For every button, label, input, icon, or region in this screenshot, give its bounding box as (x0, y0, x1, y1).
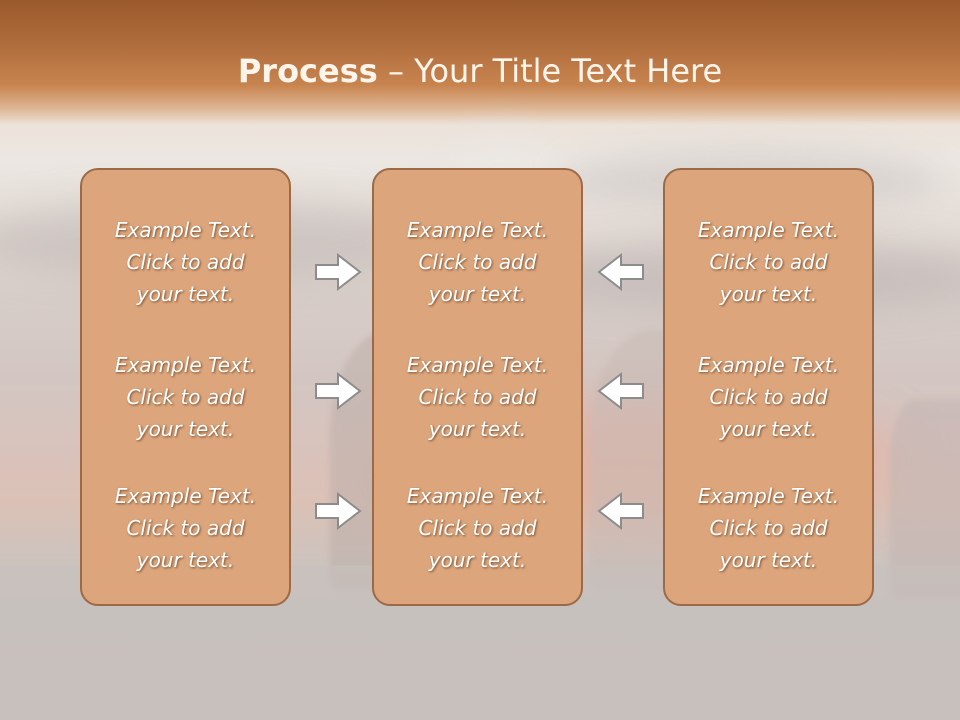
text-line: Click to add (418, 385, 537, 409)
text-line: your text. (428, 282, 527, 306)
arrow-left-icon[interactable] (597, 371, 645, 411)
text-line: Example Text. (697, 218, 840, 242)
slide-title-rest: – Your Title Text Here (377, 52, 723, 90)
text-line: Example Text. (406, 218, 549, 242)
text-block[interactable]: Example Text. Click to add your text. (82, 480, 289, 576)
text-line: your text. (719, 417, 818, 441)
text-line: your text. (428, 417, 527, 441)
process-panel-right[interactable]: Example Text. Click to add your text. Ex… (663, 168, 874, 606)
text-block[interactable]: Example Text. Click to add your text. (374, 480, 581, 576)
text-line: Example Text. (406, 484, 549, 508)
text-block[interactable]: Example Text. Click to add your text. (82, 214, 289, 310)
text-line: your text. (136, 548, 235, 572)
text-line: Click to add (709, 385, 828, 409)
process-panel-left[interactable]: Example Text. Click to add your text. Ex… (80, 168, 291, 606)
slide-title-bold: Process (237, 52, 378, 90)
text-line: your text. (719, 282, 818, 306)
process-panel-center[interactable]: Example Text. Click to add your text. Ex… (372, 168, 583, 606)
text-line: Click to add (418, 516, 537, 540)
text-line: Example Text. (114, 353, 257, 377)
text-block[interactable]: Example Text. Click to add your text. (665, 480, 872, 576)
text-line: Example Text. (697, 353, 840, 377)
text-line: Click to add (418, 250, 537, 274)
text-block[interactable]: Example Text. Click to add your text. (665, 349, 872, 445)
text-line: Example Text. (114, 218, 257, 242)
text-line: your text. (136, 417, 235, 441)
arrow-right-icon[interactable] (314, 371, 362, 411)
text-block[interactable]: Example Text. Click to add your text. (665, 214, 872, 310)
arrow-right-icon[interactable] (314, 252, 362, 292)
text-line: Click to add (709, 516, 828, 540)
arrow-left-icon[interactable] (597, 491, 645, 531)
arrow-right-icon[interactable] (314, 491, 362, 531)
arrow-left-icon[interactable] (597, 252, 645, 292)
text-line: Example Text. (406, 353, 549, 377)
text-line: Example Text. (697, 484, 840, 508)
text-line: your text. (719, 548, 818, 572)
text-block[interactable]: Example Text. Click to add your text. (374, 349, 581, 445)
text-block[interactable]: Example Text. Click to add your text. (82, 349, 289, 445)
background-cooling-tower (890, 400, 960, 600)
text-line: Click to add (126, 516, 245, 540)
text-line: your text. (136, 282, 235, 306)
text-line: Click to add (709, 250, 828, 274)
text-block[interactable]: Example Text. Click to add your text. (374, 214, 581, 310)
text-line: Click to add (126, 250, 245, 274)
text-line: your text. (428, 548, 527, 572)
slide-title[interactable]: Process – Your Title Text Here (0, 52, 960, 90)
text-line: Click to add (126, 385, 245, 409)
text-line: Example Text. (114, 484, 257, 508)
